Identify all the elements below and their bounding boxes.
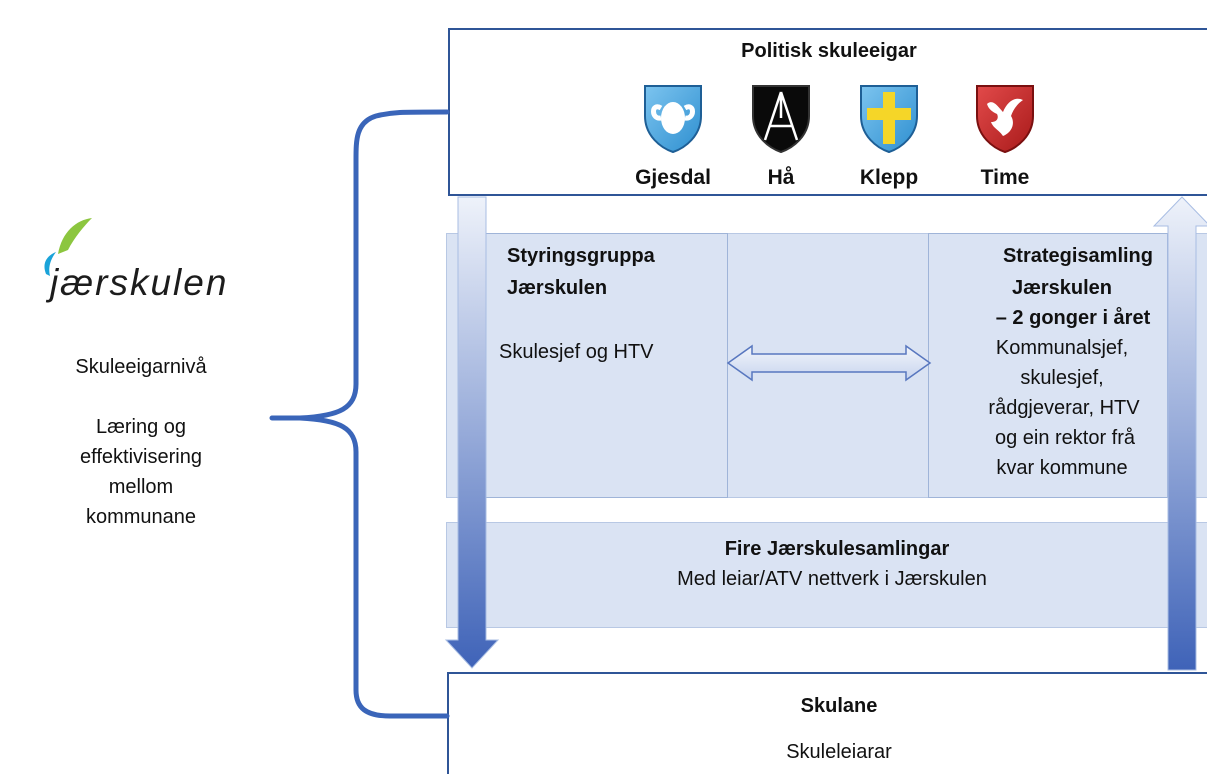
- fire-body: Med leiar/ATV nettverk i Jærskulen: [677, 568, 987, 590]
- municipality-haa: Hå: [726, 82, 836, 190]
- description-line-1: Læring og: [95, 416, 187, 438]
- down-arrow: [444, 196, 500, 669]
- logo-text: jærskulen: [50, 262, 229, 303]
- double-arrow: [726, 344, 932, 382]
- skulane-box: Skulane Skuleleiarar: [447, 672, 1207, 774]
- strategi-title-line-2: Jærskulen: [1011, 277, 1113, 299]
- strategi-body-line-4: og ein rektor frå: [994, 427, 1136, 449]
- description-line-4: kommunane: [85, 506, 197, 528]
- strategi-body-line-2: skulesjef,: [1020, 367, 1104, 389]
- leaf-icon: [44, 218, 92, 276]
- strategi-body-line-5: kvar kommune: [996, 457, 1128, 479]
- bottom-body: Skuleleiarar: [786, 741, 892, 763]
- top-title: Politisk skuleeigar: [741, 40, 917, 62]
- description-line-2: effektivisering: [80, 446, 202, 468]
- municipality-label: Gjesdal: [635, 166, 711, 189]
- gjesdal-ram-shield-icon: [644, 85, 702, 154]
- fire-title: Fire Jærskulesamlingar: [724, 538, 950, 560]
- strategisamling-box: Strategisamling Jærskulen – 2 gonger i å…: [928, 233, 1168, 498]
- jaerskulesamlingar-box: Fire Jærskulesamlingar Med leiar/ATV net…: [446, 522, 1207, 628]
- haa-shield-icon: [752, 85, 810, 154]
- municipality-time: Time: [950, 82, 1060, 190]
- level-label: Skuleeigarnivå: [75, 356, 207, 378]
- klepp-cross-shield-icon: [860, 85, 918, 154]
- styring-title-line-2: Jærskulen: [507, 277, 608, 299]
- jaerskulen-logo: jærskulen: [28, 214, 268, 304]
- strategi-body-line-1: Kommunalsjef,: [995, 337, 1129, 359]
- municipality-klepp: Klepp: [834, 82, 944, 190]
- description-line-3: mellom: [108, 476, 174, 498]
- municipality-gjesdal: Gjesdal: [618, 82, 728, 190]
- municipality-label: Klepp: [859, 166, 919, 189]
- styring-title-line-1: Styringsgruppa: [507, 245, 655, 267]
- up-arrow: [1152, 196, 1207, 671]
- strategi-title-line-1: Strategisamling: [1002, 245, 1153, 267]
- strategi-body-line-3: rådgjeverar, HTV: [988, 397, 1140, 419]
- styringsgruppa-box: Styringsgruppa Jærskulen Skulesjef og HT…: [476, 233, 728, 498]
- brace-bracket: [269, 109, 450, 719]
- politisk-skuleeigar-box: Politisk skuleeigar Gjesdal Hå Klepp: [448, 28, 1207, 196]
- styring-body: Skulesjef og HTV: [499, 341, 654, 363]
- time-bird-shield-icon: [976, 85, 1034, 154]
- strategi-title-line-3: – 2 gonger i året: [995, 307, 1151, 329]
- municipality-label: Time: [980, 166, 1030, 189]
- municipality-label: Hå: [767, 166, 795, 189]
- bottom-title: Skulane: [800, 695, 878, 717]
